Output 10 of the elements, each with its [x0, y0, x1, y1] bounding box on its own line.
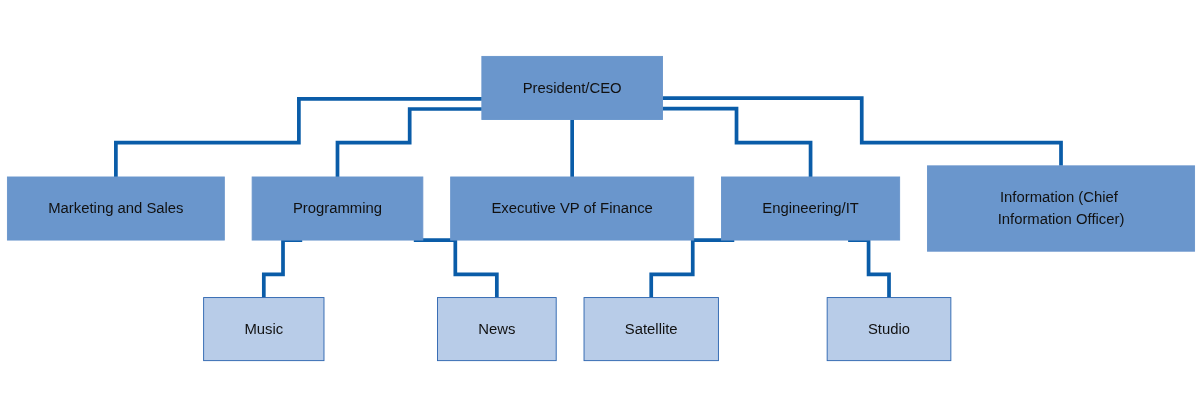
node-box: Music: [203, 297, 325, 362]
node-box: Marketing and Sales: [6, 177, 225, 241]
node-box: President/CEO: [481, 56, 663, 121]
node-box: Programming: [251, 177, 424, 241]
node-box: Information (Chief Information Officer): [927, 165, 1196, 253]
node-box: News: [437, 297, 557, 362]
node-box: Executive VP of Finance: [450, 177, 695, 241]
node-box: Satellite: [583, 297, 719, 362]
node-box: Studio: [826, 297, 952, 362]
node-box: Engineering/IT: [721, 177, 901, 241]
